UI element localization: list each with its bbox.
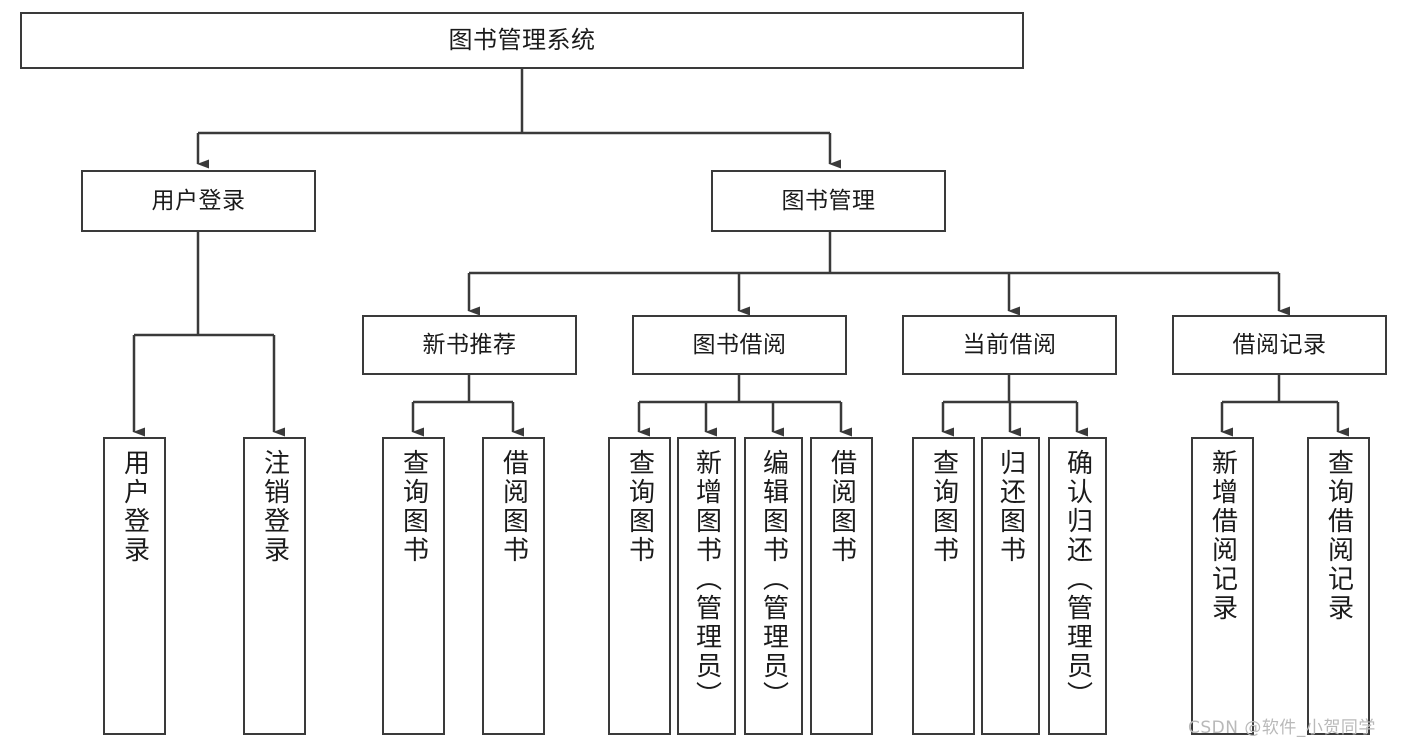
leaf-label: 编辑图书（管理员） [758,449,789,710]
node-root-label: 图书管理系统 [448,25,596,54]
leaf-label: 注销登录 [259,449,290,565]
leaf-current-borrow-1[interactable]: 归还图书 [981,437,1040,735]
leaf-user-login-1[interactable]: 注销登录 [243,437,306,735]
leaf-new-book-recommend-0[interactable]: 查询图书 [382,437,445,735]
node-new-book-recommend[interactable]: 新书推荐 [362,315,577,375]
node-book-borrow-label: 图书借阅 [692,331,787,358]
node-book-management-label: 图书管理 [781,187,876,214]
leaf-new-book-recommend-1[interactable]: 借阅图书 [482,437,545,735]
leaf-book-borrow-0[interactable]: 查询图书 [608,437,671,735]
leaf-label: 新增借阅记录 [1207,449,1238,623]
leaf-label: 新增图书（管理员） [691,449,722,710]
node-user-login-label: 用户登录 [151,187,246,214]
leaf-book-borrow-1[interactable]: 新增图书（管理员） [677,437,736,735]
leaf-label: 查询图书 [624,449,655,565]
node-user-login[interactable]: 用户登录 [81,170,316,232]
node-borrow-record-label: 借阅记录 [1232,331,1327,358]
leaf-current-borrow-0[interactable]: 查询图书 [912,437,975,735]
node-root[interactable]: 图书管理系统 [20,12,1024,69]
leaf-label: 用户登录 [119,449,150,565]
node-current-borrow-label: 当前借阅 [962,331,1057,358]
leaf-label: 借阅图书 [498,449,529,565]
node-current-borrow[interactable]: 当前借阅 [902,315,1117,375]
leaf-book-borrow-2[interactable]: 编辑图书（管理员） [744,437,803,735]
node-book-management[interactable]: 图书管理 [711,170,946,232]
leaf-borrow-record-0[interactable]: 新增借阅记录 [1191,437,1254,735]
leaf-label: 确认归还（管理员） [1062,449,1093,710]
leaf-user-login-0[interactable]: 用户登录 [103,437,166,735]
node-new-book-recommend-label: 新书推荐 [422,331,517,358]
leaf-label: 借阅图书 [826,449,857,565]
leaf-label: 查询图书 [928,449,959,565]
leaf-current-borrow-2[interactable]: 确认归还（管理员） [1048,437,1107,735]
watermark: CSDN @软件_小贺同学 [1188,718,1376,738]
leaf-label: 查询借阅记录 [1323,449,1354,623]
leaf-borrow-record-1[interactable]: 查询借阅记录 [1307,437,1370,735]
leaf-label: 查询图书 [398,449,429,565]
leaf-label: 归还图书 [995,449,1026,565]
node-book-borrow[interactable]: 图书借阅 [632,315,847,375]
node-borrow-record[interactable]: 借阅记录 [1172,315,1387,375]
leaf-book-borrow-3[interactable]: 借阅图书 [810,437,873,735]
